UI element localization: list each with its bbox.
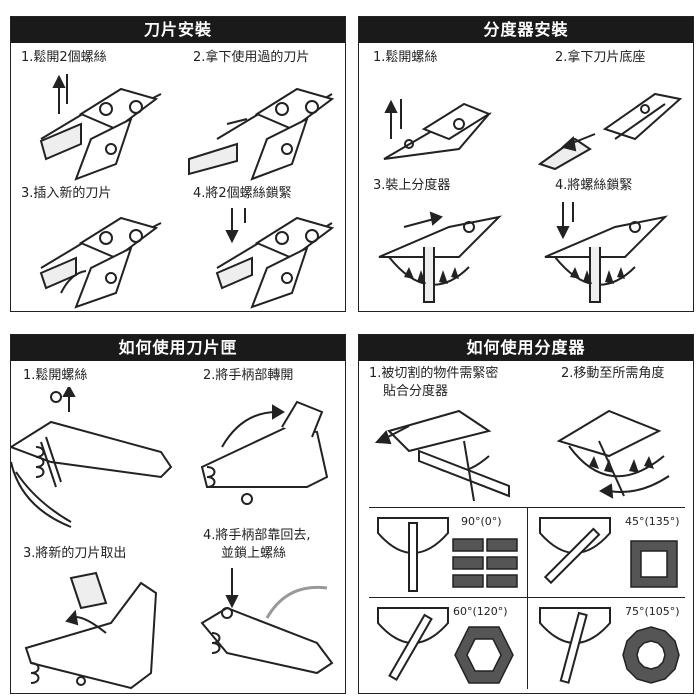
- curved-arrow-icon: [65, 609, 107, 634]
- square-frame-icon: [630, 540, 678, 588]
- curved-arrow-icon: [221, 404, 285, 448]
- divider: [527, 507, 528, 689]
- step-label: 貼合分度器: [383, 384, 449, 399]
- protractor-45-illustration: [539, 517, 611, 585]
- protractor-install-panel: 分度器安裝 1.鬆開螺絲 2.拿下刀片底座 3.裝上分度器 4.將螺絲鎖緊: [358, 16, 694, 312]
- step-label: 3.插入新的刀片: [21, 186, 112, 201]
- attach-protractor-illustration: [378, 211, 503, 303]
- loosen-screws-illustration: [39, 74, 162, 181]
- take-blade-illustration: [24, 571, 158, 690]
- right-arrow-icon: [403, 211, 443, 228]
- blade-box-panel: 如何使用刀片匣 1.鬆開螺絲 2.將手柄部轉開 3.將新的刀片取出 4.將手柄部…: [10, 334, 346, 694]
- angle-label: 75°(105°): [625, 605, 680, 618]
- up-arrow-icon: [62, 387, 76, 412]
- down-arrow-icon: [556, 202, 574, 240]
- angle-label: 60°(120°): [453, 605, 508, 618]
- arrow-icon: [226, 118, 248, 125]
- rectangle-frame-icon: [452, 538, 518, 588]
- handle-screw-illustration: [11, 387, 173, 528]
- curved-arrow-icon: [598, 475, 670, 499]
- step-label: 4.將2個螺絲鎖緊: [193, 186, 292, 201]
- angle-label: 45°(135°): [625, 515, 680, 528]
- step-label: 2.拿下使用過的刀片: [193, 50, 310, 65]
- blade-install-panel: 刀片安裝 1.鬆開2個螺絲 2.拿下使用過的刀片 3.插入新的刀片 4.將2個螺…: [10, 16, 346, 312]
- rotate-handle-illustration: [200, 400, 329, 505]
- remove-base-illustration: [537, 92, 683, 171]
- step-label: 4.將螺絲鎖緊: [555, 178, 633, 193]
- press-workpiece-illustration: [374, 409, 510, 501]
- protractor-teeth-icon: [404, 267, 459, 284]
- curved-arrow-icon: [60, 270, 87, 294]
- dodecagon-frame-icon: [622, 626, 680, 684]
- step-label: 並鎖上螺絲: [221, 546, 287, 561]
- step-label: 4.將手柄部靠回去,: [203, 528, 311, 543]
- down-arrow-icon: [225, 208, 246, 244]
- up-arrow-icon: [384, 99, 402, 139]
- protractor-teeth-icon: [570, 267, 625, 284]
- rotate-angle-illustration: [556, 409, 670, 499]
- left-arrow-icon: [374, 425, 410, 445]
- step-label: 1.鬆開螺絲: [373, 50, 438, 65]
- step-label: 1.鬆開螺絲: [23, 368, 88, 383]
- panel-title: 分度器安裝: [359, 17, 693, 43]
- down-arrow-icon: [225, 568, 239, 609]
- protractor-75-illustration: [539, 607, 611, 684]
- protractor-tighten-illustration: [544, 202, 669, 303]
- step-label: 2.拿下刀片底座: [555, 50, 646, 65]
- protractor-use-panel: 如何使用分度器 1.被切割的物件需緊密 貼合分度器 2.移動至所需角度 9: [358, 334, 694, 694]
- step-label: 3.將新的刀片取出: [23, 546, 127, 561]
- hexagon-frame-icon: [454, 626, 514, 684]
- close-handle-illustration: [200, 568, 334, 675]
- panel-title: 如何使用分度器: [359, 335, 693, 361]
- protractor-teeth-icon: [589, 456, 654, 473]
- step-label: 1.鬆開2個螺絲: [21, 50, 107, 65]
- left-arrow-icon: [560, 133, 596, 152]
- step-label: 3.裝上分度器: [373, 178, 451, 193]
- angle-label: 90°(0°): [461, 515, 502, 528]
- tighten-screws-illustration: [215, 208, 335, 309]
- up-arrow-icon: [52, 74, 68, 114]
- protractor-loosen-illustration: [383, 99, 492, 160]
- panel-title: 刀片安裝: [11, 17, 345, 43]
- protractor-90-illustration: [377, 517, 449, 592]
- panel-title: 如何使用刀片匣: [11, 335, 345, 361]
- step-label: 2.將手柄部轉開: [203, 368, 294, 383]
- protractor-60-illustration: [377, 607, 449, 682]
- step-label: 1.被切割的物件需緊密: [369, 366, 499, 381]
- step-label: 2.移動至所需角度: [561, 366, 665, 381]
- remove-blade-illustration: [188, 87, 335, 181]
- insert-blade-illustration: [39, 216, 162, 309]
- curved-arrow-icon: [265, 585, 328, 619]
